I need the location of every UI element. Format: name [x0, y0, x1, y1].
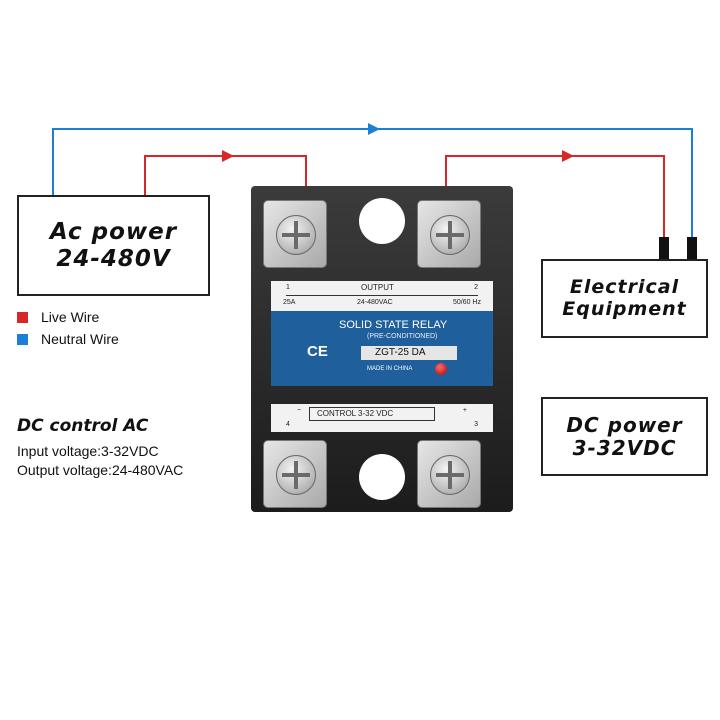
- equipment-label-2: Equipment: [562, 297, 687, 320]
- frequency-rating: 50/60 Hz: [452, 299, 481, 306]
- output-line: [286, 295, 478, 296]
- led-indicator: [435, 363, 447, 375]
- plug-live: [659, 237, 669, 261]
- model-plate: ZGT-25 DA: [361, 346, 457, 360]
- neutral-swatch: [17, 333, 28, 345]
- equipment-box: Electrical Equipment: [541, 259, 708, 338]
- term-1-number: 1: [286, 284, 290, 291]
- model-number: ZGT-25 DA: [375, 347, 426, 358]
- control-text: CONTROL 3-32 VDC: [317, 409, 394, 418]
- legend-neutral: Neutral Wire: [17, 331, 119, 347]
- live-arrow-out: [562, 150, 574, 162]
- plus-sign: +: [462, 407, 467, 414]
- mount-slot-bottom: [359, 454, 405, 500]
- legend-live: Live Wire: [17, 309, 99, 325]
- dc-power-box: DC power 3-32VDC: [541, 397, 708, 476]
- screw-icon: [430, 455, 470, 495]
- term-2-number: 2: [474, 284, 478, 291]
- output-text: OUTPUT: [361, 283, 394, 292]
- live-arrow-in: [222, 150, 234, 162]
- current-rating: 25A: [283, 299, 296, 306]
- neutral-arrow: [368, 123, 380, 135]
- screw-icon: [276, 215, 316, 255]
- term-3-number: 3: [474, 421, 478, 428]
- terminal-3: [417, 440, 481, 508]
- live-swatch: [17, 311, 28, 323]
- relay-subtitle: (PRE-CONDITIONED): [367, 333, 438, 340]
- dc-power-label: DC power: [566, 412, 683, 437]
- legend-neutral-label: Neutral Wire: [41, 331, 119, 347]
- relay-control-label: − + CONTROL 3-32 VDC 4 3: [271, 404, 493, 432]
- dc-power-voltage: 3-32VDC: [572, 435, 677, 460]
- input-voltage-text: Input voltage:3-32VDC: [17, 443, 159, 459]
- ac-power-voltage: 24-480V: [56, 245, 171, 272]
- minus-sign: −: [297, 407, 302, 414]
- legend-live-label: Live Wire: [41, 309, 100, 325]
- equipment-label-1: Electrical: [569, 275, 680, 298]
- relay-nameplate: SOLID STATE RELAY (PRE-CONDITIONED) ZGT-…: [271, 311, 493, 386]
- voltage-rating: 24-480VAC: [357, 299, 393, 306]
- dc-control-title: DC control AC: [17, 416, 149, 436]
- screw-icon: [430, 215, 470, 255]
- terminal-1: [263, 200, 327, 268]
- mount-slot-top: [359, 198, 405, 244]
- made-in-text: MADE IN CHINA: [367, 366, 413, 372]
- ac-power-box: Ac power 24-480V: [17, 195, 210, 296]
- terminal-4: [263, 440, 327, 508]
- screw-icon: [276, 455, 316, 495]
- solid-state-relay: 1 2 OUTPUT 25A 24-480VAC 50/60 Hz SOLID …: [251, 186, 513, 512]
- ce-mark: CE: [307, 343, 328, 360]
- live-wire-out: [445, 155, 665, 240]
- terminal-2: [417, 200, 481, 268]
- ac-power-label: Ac power: [49, 219, 178, 246]
- relay-output-label: 1 2 OUTPUT 25A 24-480VAC 50/60 Hz: [271, 281, 493, 311]
- output-voltage-text: Output voltage:24-480VAC: [17, 462, 184, 478]
- plug-neutral: [687, 237, 697, 261]
- term-4-number: 4: [286, 421, 290, 428]
- control-box: CONTROL 3-32 VDC: [309, 407, 435, 421]
- relay-title: SOLID STATE RELAY: [339, 319, 448, 331]
